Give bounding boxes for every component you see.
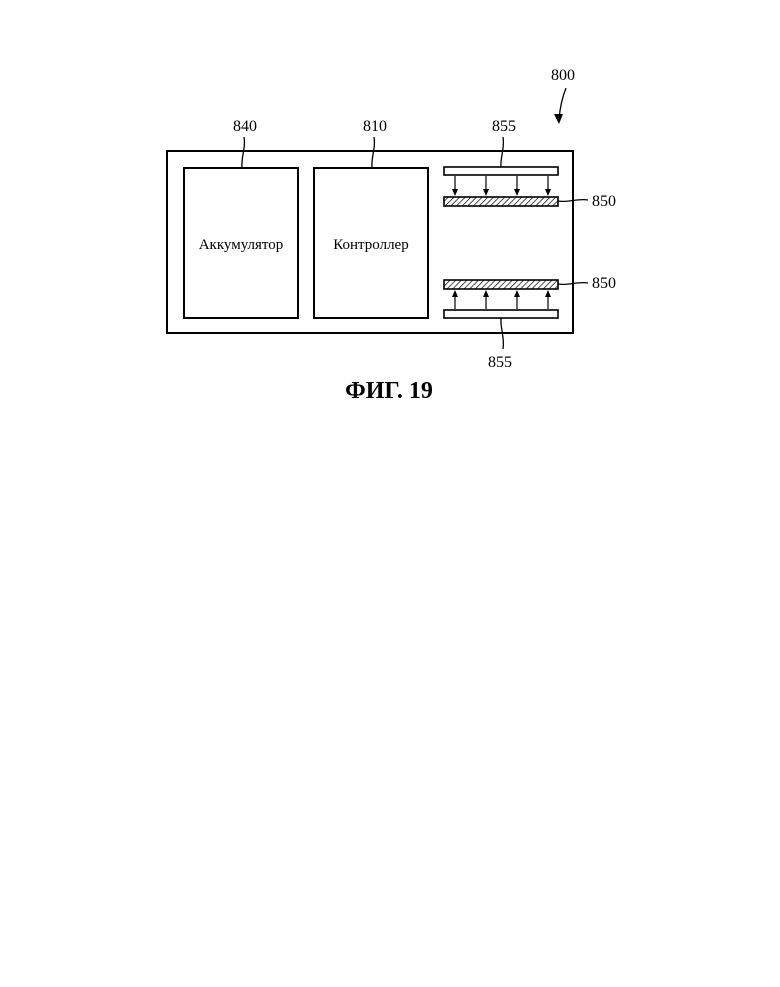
top-receiver-plate	[444, 197, 558, 206]
battery-ref-leader	[242, 137, 245, 168]
device-ref-label: 800	[551, 67, 575, 84]
bottom-plate-ref-label: 850	[592, 275, 616, 292]
bottom-receiver-plate	[444, 280, 558, 289]
battery-ref-label: 840	[233, 118, 257, 135]
figure-caption: ФИГ. 19	[345, 378, 433, 404]
controller-ref-label: 810	[363, 118, 387, 135]
top-plate-ref-label: 850	[592, 193, 616, 210]
battery-label: Аккумулятор	[199, 237, 284, 253]
device-ref-arrowhead	[554, 114, 563, 124]
top-emitter-plate	[444, 167, 558, 175]
bottom-emitter-ref-label: 855	[488, 354, 512, 371]
top-emitter-ref-label: 855	[492, 118, 516, 135]
bottom-field-arrows	[452, 290, 551, 309]
controller-label: Контроллер	[333, 237, 408, 253]
controller-ref-leader	[372, 137, 375, 168]
top-field-arrows	[452, 176, 551, 196]
bottom-emitter-plate	[444, 310, 558, 318]
